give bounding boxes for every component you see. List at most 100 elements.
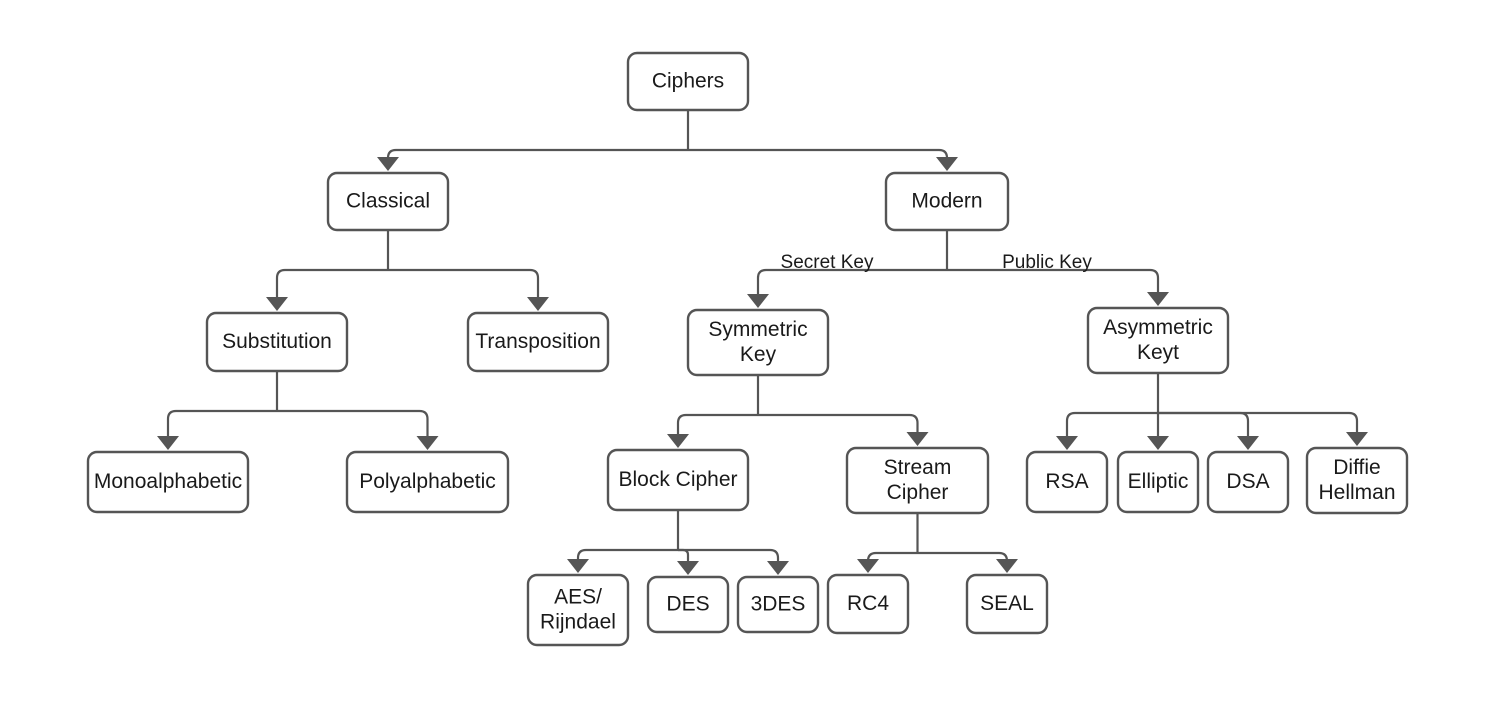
arrowhead-icon [567, 559, 589, 573]
node-aes-rijndael[interactable]: AES/Rijndael [526, 573, 630, 647]
node-polyalphabetic[interactable]: Polyalphabetic [345, 450, 510, 514]
node-label: Elliptic [1128, 470, 1189, 493]
node-3des[interactable]: 3DES [736, 575, 820, 634]
edge-line [678, 548, 690, 561]
node-des[interactable]: DES [646, 575, 730, 634]
arrowhead-icon [1346, 432, 1368, 446]
node-box [646, 575, 730, 634]
node-box [606, 448, 750, 512]
node-modern[interactable]: Modern [884, 171, 1010, 232]
edge-label-secret-key: Secret Key [781, 252, 874, 273]
edge-line [1158, 411, 1359, 432]
edge-e-symmetric-stream [758, 413, 929, 446]
node-box [1305, 446, 1409, 515]
edge-e-asymmetric-rsa [1056, 411, 1158, 450]
node-label: Block Cipher [618, 468, 737, 491]
edge-e-stream-seal [917, 551, 1018, 573]
arrowhead-icon [996, 559, 1018, 573]
arrowhead-icon [767, 561, 789, 575]
node-box [466, 311, 610, 373]
edge-e-block-des [677, 548, 699, 575]
edge-line [756, 268, 947, 294]
node-seal[interactable]: SEAL [965, 573, 1049, 635]
edge-e-symmetric-block [667, 413, 758, 448]
node-ciphers[interactable]: Ciphers [626, 51, 750, 112]
node-box [326, 171, 450, 232]
node-box [884, 171, 1010, 232]
edge-e-asymmetric-elliptic [1147, 413, 1169, 450]
node-box [826, 573, 910, 635]
node-label: Modern [911, 189, 982, 212]
edge-e-ciphers-modern [688, 148, 958, 171]
edge-e-classical-transposition [388, 268, 549, 311]
node-block-cipher[interactable]: Block Cipher [606, 448, 750, 512]
edges-layer [157, 110, 1368, 575]
node-dsa[interactable]: DSA [1206, 450, 1290, 514]
edge-line [275, 268, 388, 297]
edge-line [758, 413, 919, 432]
edge-line [166, 409, 277, 436]
node-elliptic[interactable]: Elliptic [1116, 450, 1200, 514]
edge-e-stream-rc4 [857, 551, 918, 573]
edge-e-asymmetric-dsa [1158, 411, 1259, 450]
node-label: Classical [346, 189, 430, 212]
node-rsa[interactable]: RSA [1025, 450, 1109, 514]
node-box [626, 51, 750, 112]
node-label: RC4 [847, 592, 889, 615]
node-label: Ciphers [652, 69, 724, 92]
edge-e-substitution-mono [157, 409, 277, 450]
node-label: SEAL [980, 592, 1034, 615]
edge-line [917, 551, 1009, 563]
node-substitution[interactable]: Substitution [205, 311, 349, 373]
edge-line [678, 548, 780, 561]
edge-e-block-3des [678, 548, 789, 575]
edge-line [277, 409, 429, 436]
edge-line [676, 413, 758, 434]
node-box [686, 308, 830, 377]
edge-line [947, 268, 1160, 292]
node-box [526, 573, 630, 647]
node-label: RSA [1045, 470, 1088, 493]
node-monoalphabetic[interactable]: Monoalphabetic [86, 450, 250, 514]
arrowhead-icon [266, 297, 288, 311]
node-label: DSA [1226, 470, 1269, 493]
arrowhead-icon [1237, 436, 1259, 450]
edge-e-asymmetric-diffie [1158, 411, 1368, 446]
node-label: AES/Rijndael [540, 585, 616, 633]
edge-line [1065, 411, 1158, 436]
node-box [86, 450, 250, 514]
edge-line [576, 548, 678, 560]
edge-line [386, 148, 688, 160]
edge-line [1158, 411, 1250, 436]
node-box [205, 311, 349, 373]
node-box [845, 446, 990, 515]
arrowhead-icon [1147, 436, 1169, 450]
node-box [736, 575, 820, 634]
node-label: Monoalphabetic [94, 470, 242, 493]
node-classical[interactable]: Classical [326, 171, 450, 232]
edge-label-public-key: Public Key [1002, 252, 1092, 273]
node-transposition[interactable]: Transposition [466, 311, 610, 373]
edge-e-substitution-poly [277, 409, 439, 450]
edge-e-modern-asymmetric [947, 268, 1169, 306]
node-label: Transposition [475, 330, 600, 353]
arrowhead-icon [747, 294, 769, 308]
edge-e-classical-substitution [266, 268, 388, 311]
node-box [1206, 450, 1290, 514]
arrowhead-icon [416, 436, 439, 450]
arrowhead-icon [906, 432, 929, 446]
node-rc4[interactable]: RC4 [826, 573, 910, 635]
node-box [1116, 450, 1200, 514]
node-label: Substitution [222, 330, 332, 353]
arrowhead-icon [527, 297, 549, 311]
